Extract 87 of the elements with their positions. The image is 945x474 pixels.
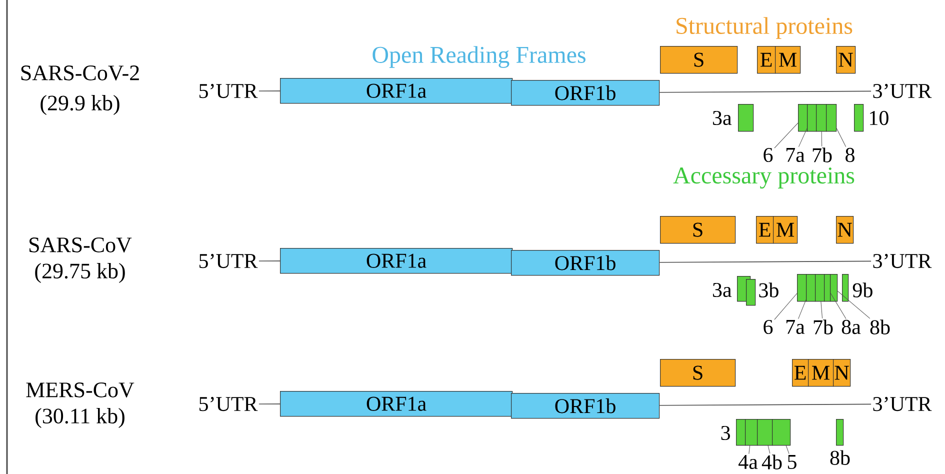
section-title: Open Reading Frames — [372, 46, 586, 68]
leader-line — [768, 445, 770, 454]
accessory-protein-box — [797, 274, 807, 302]
gene-label: 4b — [762, 454, 782, 470]
gene-label: 8b — [870, 320, 890, 334]
virus-name: SARS-CoV — [30, 238, 132, 252]
gene-label: 6 — [764, 320, 773, 334]
leader-line — [820, 301, 823, 319]
gene-label: 8a — [842, 320, 861, 334]
accessory-protein-box — [798, 104, 808, 132]
gene-label: 3 — [721, 426, 730, 440]
gene-label: 7b — [812, 148, 832, 162]
accessory-protein-box — [806, 274, 816, 302]
genome-size: (29.9 kb) — [40, 95, 120, 115]
orf-box: ORF1a — [280, 391, 513, 417]
accessory-protein-box — [807, 104, 817, 132]
structural-protein-box: N — [836, 216, 854, 244]
accessory-protein-box — [772, 419, 791, 446]
accessory-protein-box — [738, 104, 754, 132]
orf-box: ORF1a — [280, 78, 513, 104]
structural-protein-box: E — [792, 359, 809, 387]
accessory-protein-box — [830, 274, 838, 302]
utr-label: 5’UTR — [199, 396, 258, 412]
gene-label: 3b — [759, 282, 778, 298]
leader-line — [821, 131, 822, 147]
structural-protein-box: S — [660, 216, 736, 244]
virus-name: SARS-CoV-2 — [21, 66, 139, 80]
structural-protein-box: M — [773, 216, 798, 244]
genome-line — [258, 90, 280, 92]
gene-label: 7a — [786, 148, 805, 162]
utr-label: 5’UTR — [199, 254, 258, 268]
structural-protein-box: M — [775, 46, 801, 74]
leader-line — [830, 293, 846, 319]
leader-line — [748, 445, 750, 454]
accessory-protein-box — [736, 419, 746, 446]
genome-line — [659, 90, 872, 93]
gene-label: 9b — [852, 282, 872, 298]
gene-label: 3a — [713, 282, 732, 298]
leader-line — [836, 128, 846, 147]
section-title: Accessary proteins — [673, 167, 854, 189]
accessory-protein-box — [824, 274, 831, 302]
virus-name: MERS-CoV — [26, 382, 134, 398]
orf-box: ORF1b — [511, 250, 660, 276]
genome-size: (29.75 kb) — [35, 263, 125, 283]
utr-label: 3’UTR — [873, 396, 932, 412]
accessory-protein-box — [842, 274, 849, 302]
structural-protein-box: S — [660, 46, 738, 74]
leader-line — [786, 445, 790, 454]
accessory-protein-box — [836, 419, 844, 446]
accessory-protein-box — [826, 104, 837, 132]
structural-protein-box: N — [836, 46, 856, 74]
structural-protein-box: S — [660, 359, 736, 387]
orf-box: ORF1b — [511, 393, 660, 419]
genome-size: (30.11 kb) — [36, 408, 124, 428]
structural-protein-box: M — [808, 359, 834, 387]
leader-line — [774, 293, 798, 320]
leader-line — [837, 290, 870, 319]
accessory-protein-box — [854, 104, 864, 132]
gene-label: 7b — [814, 320, 833, 334]
accessory-protein-box — [746, 279, 756, 306]
gene-label: 8 — [846, 148, 854, 162]
gene-label: 7a — [786, 320, 805, 334]
genome-line — [258, 260, 280, 262]
utr-label: 3’UTR — [873, 84, 932, 98]
accessory-protein-box — [745, 419, 758, 446]
leader-line — [774, 122, 798, 148]
utr-label: 3’UTR — [873, 254, 932, 268]
accessory-protein-box — [815, 274, 825, 302]
accessory-protein-box — [757, 419, 773, 446]
utr-label: 5’UTR — [199, 84, 258, 98]
structural-protein-box: E — [756, 216, 774, 244]
structural-protein-box: N — [833, 359, 851, 387]
leader-line — [798, 299, 806, 320]
structural-protein-box: E — [757, 46, 776, 74]
gene-label: 6 — [764, 148, 773, 162]
orf-box: ORF1a — [280, 248, 513, 274]
gene-label: 8b — [830, 450, 850, 465]
gene-label: 3a — [713, 110, 732, 126]
accessory-protein-box — [816, 104, 827, 132]
genome-line — [659, 404, 872, 406]
gene-label: 5 — [788, 455, 796, 469]
genome-line — [659, 260, 872, 263]
gene-label: 4a — [738, 455, 758, 470]
gene-label: 10 — [870, 110, 888, 126]
section-title: Structural proteins — [676, 17, 852, 39]
leader-line — [798, 128, 808, 148]
orf-box: ORF1b — [511, 80, 660, 106]
